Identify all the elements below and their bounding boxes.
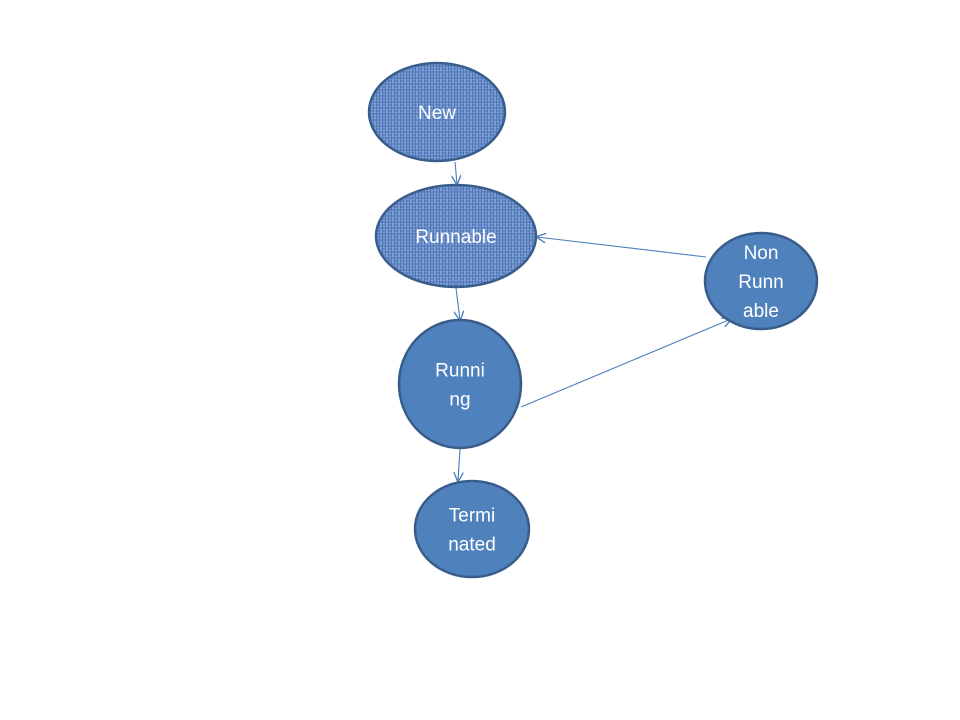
node-running: Runni ng (397, 318, 523, 450)
edge-new-to-runnable (455, 161, 457, 184)
node-label-running-line-2: ng (449, 390, 470, 411)
node-shape-runnable (374, 183, 538, 289)
node-label-new-line-1: New (418, 103, 456, 124)
node-label-non-runnable-line-3: able (743, 301, 779, 322)
node-terminated: Termi nated (413, 479, 531, 579)
node-new: New (367, 61, 507, 163)
node-label-non-runnable-line-1: Non (744, 243, 779, 264)
node-label-terminated-line-1: Termi (449, 506, 495, 527)
node-shape-running (397, 318, 523, 450)
edge-non-runnable-to-runnable (537, 237, 707, 258)
node-label-non-runnable-line-2: Runn (738, 272, 783, 293)
node-label-terminated-line-2: nated (448, 535, 496, 556)
node-label-running-line-1: Runni (435, 361, 485, 382)
edges-layer (455, 161, 731, 481)
node-shape-new (367, 61, 507, 163)
edge-running-to-non-runnable (520, 319, 731, 408)
node-shape-non-runnable (703, 231, 819, 331)
node-label-runnable-line-1: Runnable (415, 227, 496, 248)
node-shape-terminated (413, 479, 531, 579)
edge-running-to-terminated (458, 448, 460, 481)
edge-runnable-to-running (456, 287, 460, 320)
node-runnable: Runnable (374, 183, 538, 289)
